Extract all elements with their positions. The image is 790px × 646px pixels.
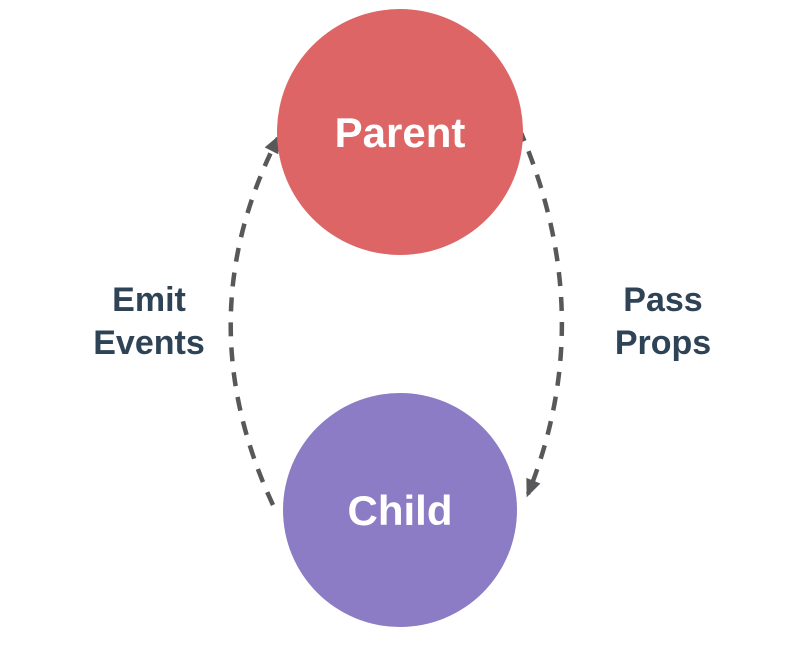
parent-circle xyxy=(277,9,523,255)
parent-node-label: Parent xyxy=(335,109,466,156)
pass-props-arrow xyxy=(516,127,565,498)
child-node: Child xyxy=(283,393,517,627)
pass-props-label: Pass Props xyxy=(615,281,711,362)
emit-events-label-line-1: Emit xyxy=(112,281,186,319)
child-circle xyxy=(283,393,517,627)
parent-node: Parent xyxy=(277,9,523,255)
emit-events-arrow xyxy=(228,134,281,506)
pass-props-label-line-2: Props xyxy=(615,324,711,362)
child-node-label: Child xyxy=(348,487,453,534)
emit-events-label-line-2: Events xyxy=(93,324,205,362)
emit-events-label: Emit Events xyxy=(93,281,205,362)
pass-props-label-line-1: Pass xyxy=(623,281,702,319)
